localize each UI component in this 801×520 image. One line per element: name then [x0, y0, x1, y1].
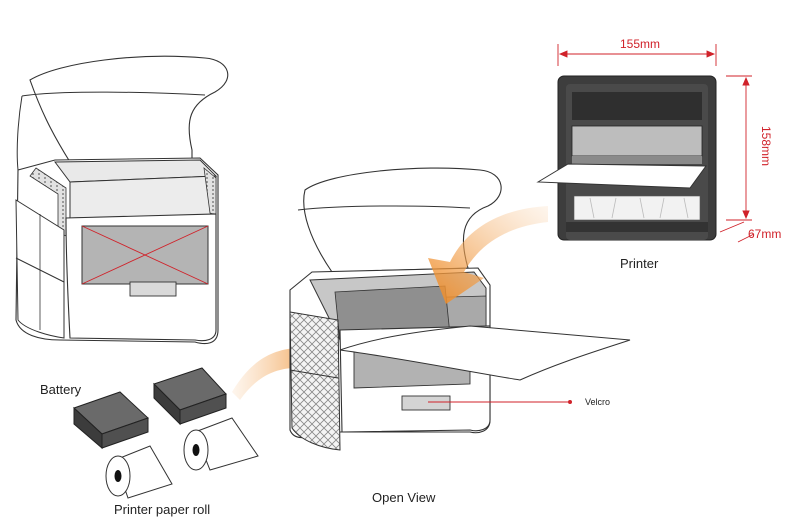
battery-2: [153, 367, 227, 426]
paper-roll-1: [105, 445, 173, 499]
printer: [536, 75, 717, 241]
depth-dimension-label: 67mm: [748, 227, 781, 241]
width-dimension-label: 155mm: [620, 37, 660, 51]
insert-printer-arrow-icon: [428, 206, 548, 304]
paper-roll-label: Printer paper roll: [114, 502, 210, 517]
dimension-lines: [557, 44, 755, 243]
paper-roll-2: [183, 417, 259, 471]
battery-label: Battery: [40, 382, 82, 397]
velcro-label: Velcro: [585, 397, 610, 407]
velcro-leader: [428, 400, 572, 404]
height-dimension-label: 158mm: [759, 126, 773, 166]
battery-1: [73, 391, 149, 450]
printer-label: Printer: [620, 256, 659, 271]
open-view-label: Open View: [372, 490, 436, 505]
closed-bag: [15, 55, 229, 345]
